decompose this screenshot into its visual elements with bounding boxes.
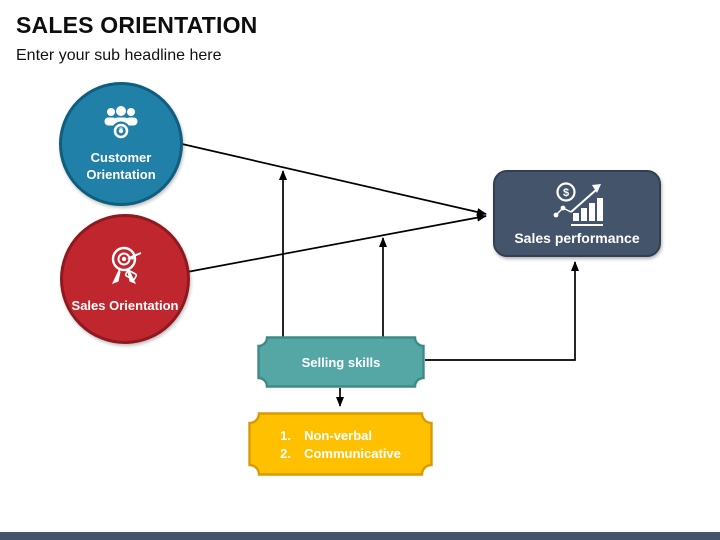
plaque-shape — [248, 412, 433, 476]
node-label: Selling skills — [301, 354, 381, 370]
node-label: Sales Orientation — [71, 297, 179, 313]
dollar-growth-chart-icon: $ — [548, 181, 606, 230]
node-label: Customer Orientation — [86, 150, 156, 182]
target-dart-icon — [104, 244, 146, 292]
connector-customer-to-performance — [181, 143, 487, 216]
list-item: 2. Communicative — [280, 446, 401, 461]
list-item-number: 2. — [280, 445, 291, 461]
node-sales-performance: $ Sales performance — [493, 170, 661, 257]
node-sales-orientation: Sales Orientation — [60, 214, 190, 344]
plaque-shape — [257, 336, 425, 388]
page-title: SALES ORIENTATION — [16, 12, 258, 38]
page-subtitle: Enter your sub headline here — [16, 47, 222, 64]
node-skills-list: 1. Non-verbal 2. Communicative — [248, 412, 433, 476]
list-item-label: Non-verbal — [304, 427, 372, 443]
customer-group-target-icon — [101, 105, 141, 145]
node-selling-skills: Selling skills — [257, 336, 425, 388]
list-item-label: Communicative — [304, 445, 401, 461]
dollar-sign: $ — [563, 187, 569, 199]
connector-sales-to-performance — [186, 213, 487, 273]
footer-bar — [0, 532, 720, 540]
connector-skills-to-performance-elbow — [425, 261, 579, 361]
node-customer-orientation: Customer Orientation — [59, 82, 183, 206]
list-item-number: 1. — [280, 427, 291, 443]
list-item: 1. Non-verbal — [280, 428, 401, 443]
node-label: Sales performance — [514, 230, 640, 246]
